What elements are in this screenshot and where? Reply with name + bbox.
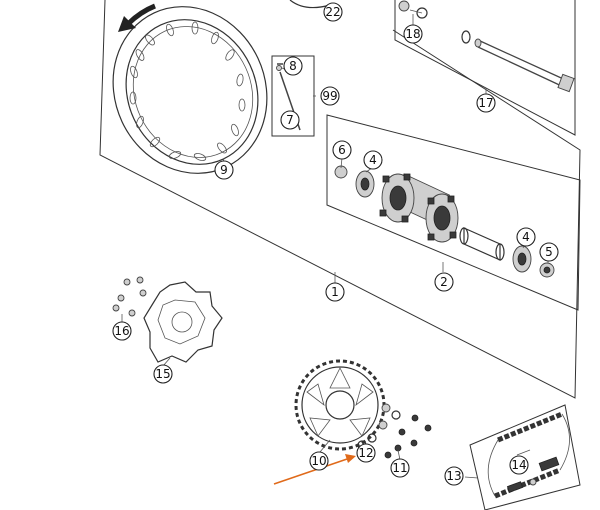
callout-2: 2 [434,272,454,292]
main-assembly-frame [99,0,581,399]
callout-14-label: 14 [511,458,526,472]
axle-group-frame [394,0,576,136]
callout-22-label: 22 [325,5,340,19]
axle-part [461,30,575,93]
callout-12-label: 12 [358,446,373,460]
callout-7-label: 7 [286,113,294,127]
callout-8: 8 [283,56,303,76]
callout-16-label: 16 [114,324,129,338]
callout-4-right-label: 4 [522,230,530,244]
highlight-arrow [273,454,356,485]
callout-16: 16 [112,321,132,341]
callout-4-left: 4 [363,150,383,170]
callout-14: 14 [509,455,529,475]
callout-9-label: 9 [220,163,228,177]
callout-7: 7 [280,110,300,130]
chain-group-frame [469,404,581,510]
callout-1: 1 [325,282,345,302]
callout-10-label: 10 [311,454,326,468]
callout-5: 5 [539,242,559,262]
callout-8-label: 8 [289,59,297,73]
callout-4-right: 4 [516,227,536,247]
callout-18: 18 [403,24,423,44]
rim-part [112,6,268,174]
callout-4-left-label: 4 [369,153,377,167]
callout-18-label: 18 [405,27,420,41]
callout-15-label: 15 [155,367,170,381]
callout-13: 13 [444,466,464,486]
callout-9: 9 [214,160,234,180]
hub-part [379,173,459,243]
callout-5-label: 5 [545,245,553,259]
callout-1-label: 1 [331,285,339,299]
sprocket-bolts [357,403,432,459]
callout-11-label: 11 [392,461,407,475]
tire-part-22 [289,0,331,9]
callout-22: 22 [323,2,343,22]
spacer-right [539,262,555,278]
callout-6: 6 [332,140,352,160]
callout-13-label: 13 [446,469,461,483]
chain-part [487,411,570,499]
callout-2-label: 2 [440,275,448,289]
hub-group-frame [326,114,581,311]
hub-spacer-sleeve [459,227,505,261]
leader-lines [121,14,549,479]
bearing-left [355,170,375,198]
callout-15: 15 [153,364,173,384]
callout-6-label: 6 [338,143,346,157]
callout-12-highlighted: 12 [356,443,376,463]
callout-11: 11 [390,458,410,478]
sprocket-part [294,359,386,451]
brake-disc-part [143,281,223,363]
callout-17: 17 [476,93,496,113]
chain-master-link [506,456,560,493]
axle-washers [398,0,428,19]
callout-10: 10 [309,451,329,471]
rotation-direction-arrow-icon [118,3,156,32]
callout-99: 99 [320,86,340,106]
bearing-right [512,245,532,273]
callout-99-label: 99 [322,89,337,103]
brake-disc-bolts [112,276,147,317]
callout-17-label: 17 [478,96,493,110]
